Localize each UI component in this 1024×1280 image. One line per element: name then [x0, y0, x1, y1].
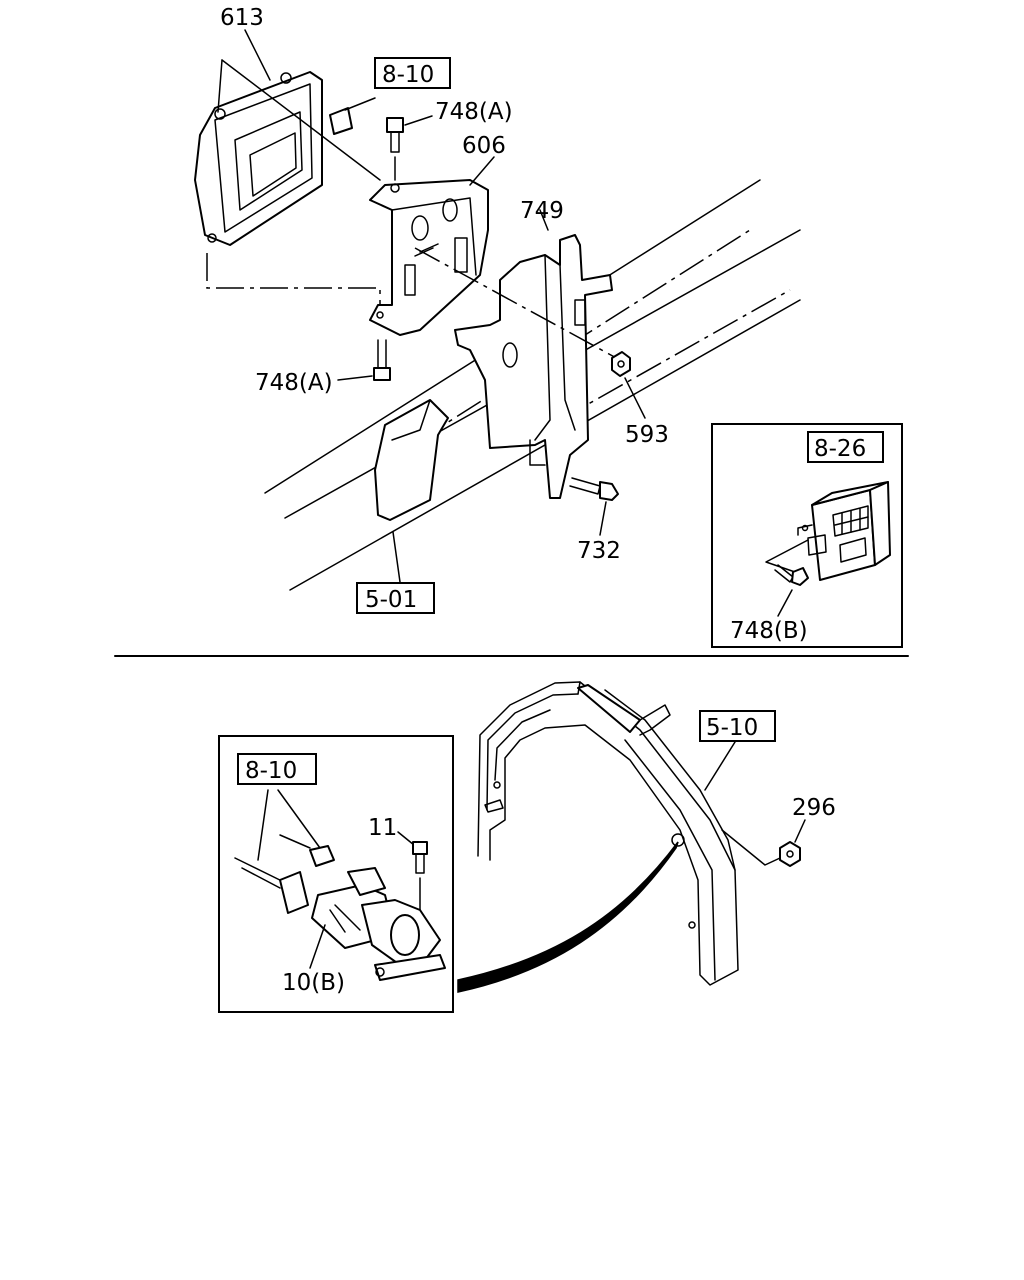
callout-748a-top: 748(A)	[435, 99, 513, 125]
frame-5-10	[477, 681, 781, 986]
nut-296	[779, 819, 806, 867]
ref-box-8-26	[807, 431, 884, 463]
relay-module-8-26	[797, 481, 891, 581]
callout-613: 613	[220, 5, 264, 31]
callout-8-10-inset: 8-10	[245, 758, 297, 784]
callout-5-01: 5-01	[365, 587, 417, 613]
callout-10b: 10(B)	[282, 970, 345, 996]
wire-harness	[234, 789, 321, 889]
ref-box-8-10-inset	[237, 753, 317, 785]
inset-box-sensor	[218, 735, 454, 1013]
callout-8-10-top: 8-10	[382, 62, 434, 88]
bolt-748a-bottom	[337, 339, 391, 381]
rail-mount-5-01	[374, 399, 449, 583]
bracket-606	[369, 156, 495, 336]
leader-613	[206, 29, 381, 315]
callout-296: 296	[792, 795, 836, 821]
bolt-732	[569, 477, 619, 536]
leader-inset-curve	[457, 841, 679, 993]
callout-748b: 748(B)	[730, 618, 808, 644]
callout-748a-bottom: 748(A)	[255, 370, 333, 396]
connector-8-10-top	[329, 97, 376, 135]
inset-box-8-26	[711, 423, 903, 648]
callout-606: 606	[462, 133, 506, 159]
callout-749: 749	[520, 198, 564, 224]
callout-8-26: 8-26	[814, 436, 866, 462]
callout-593: 593	[625, 422, 669, 448]
screw-11	[397, 831, 428, 916]
callout-5-10: 5-10	[706, 715, 758, 741]
leader-bolt-path	[414, 243, 621, 361]
sensor-10b	[309, 867, 446, 981]
ref-box-8-10-top	[374, 57, 451, 89]
callout-732: 732	[577, 538, 621, 564]
nut-593	[611, 351, 646, 419]
bolt-748b	[765, 539, 809, 617]
bolt-748a-top	[386, 115, 433, 181]
control-unit-613	[194, 71, 323, 246]
ref-box-5-10	[699, 710, 776, 742]
bracket-749	[454, 209, 613, 499]
ref-box-5-01	[356, 582, 435, 614]
connector-8-10-inset	[279, 845, 335, 914]
callout-11: 11	[368, 815, 397, 841]
